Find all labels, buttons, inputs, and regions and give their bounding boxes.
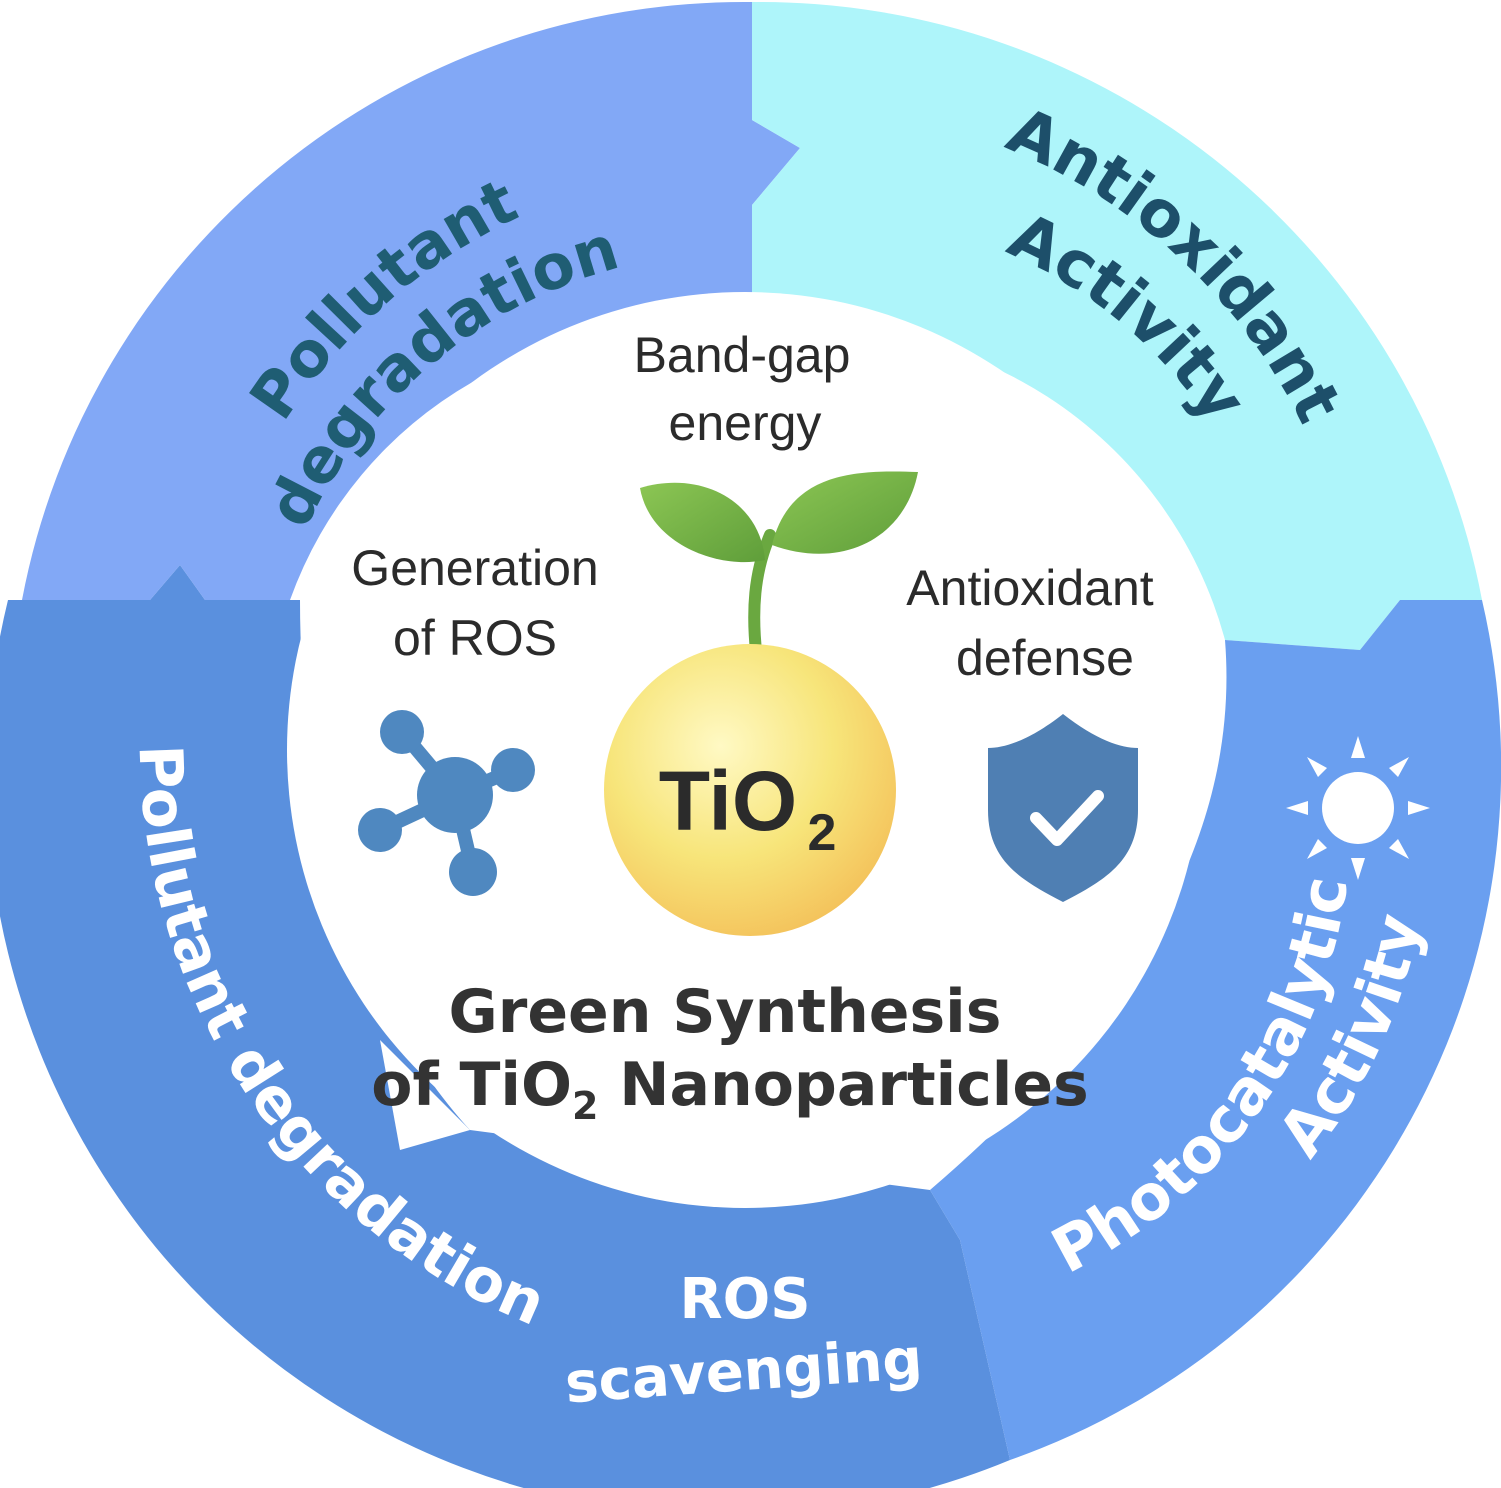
segment-top-right <box>752 1 1482 651</box>
segment-top-left <box>22 1 800 600</box>
band-gap-label-line2: energy <box>669 395 822 451</box>
antioxidant-defense-label-line2: defense <box>956 630 1134 686</box>
title-line2-subscript: 2 <box>572 1084 598 1128</box>
shield-check-icon <box>988 714 1138 902</box>
segment-bottom <box>0 565 1010 1488</box>
segment-bottom-extra-line1: ROS <box>679 1267 810 1332</box>
sun-icon <box>1286 736 1430 880</box>
tio2-core-subscript: 2 <box>808 804 837 862</box>
molecule-icon <box>358 710 535 896</box>
tio2-core-sphere <box>604 644 896 936</box>
band-gap-label-line1: Band-gap <box>634 327 851 383</box>
tio2-core-label: TiO <box>659 754 797 848</box>
generation-ros-label-line2: of ROS <box>393 610 557 666</box>
title-line2: of TiO2 Nanoparticles <box>371 1050 1089 1128</box>
title-line2-suffix: Nanoparticles <box>598 1050 1088 1120</box>
title-line2-prefix: of TiO <box>371 1050 572 1120</box>
antioxidant-defense-label-line1: Antioxidant <box>906 560 1153 616</box>
inner-notch <box>380 1040 470 1150</box>
generation-ros-label-line1: Generation <box>351 540 598 596</box>
title-line1: Green Synthesis <box>449 977 1002 1047</box>
